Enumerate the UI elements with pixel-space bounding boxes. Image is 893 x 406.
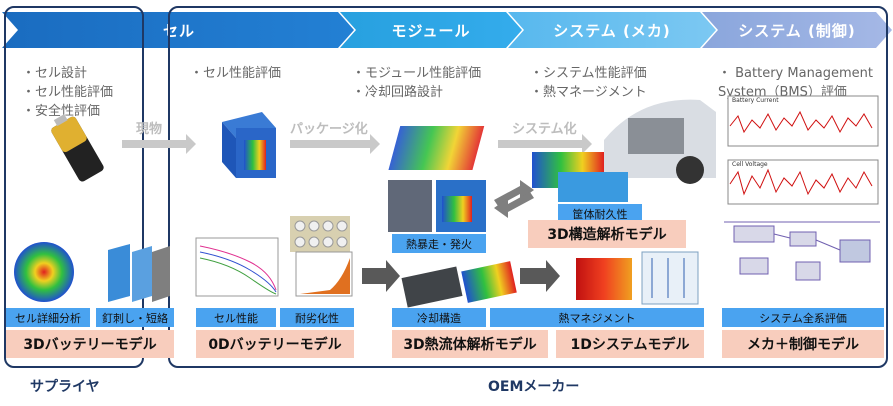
- cooling-structure-model: [401, 261, 517, 308]
- cell-oem-bullets: ・セル性能評価: [190, 66, 282, 81]
- arrow-package: [290, 134, 380, 154]
- label-cell-perf: セル性能: [196, 308, 276, 327]
- model-1d-system: 1Dシステムモデル: [556, 330, 704, 358]
- model-3d-battery: 3Dバッテリーモデル: [6, 330, 174, 358]
- group-oem: OEMメーカー: [488, 379, 580, 395]
- arrow-system-label: システム化: [512, 122, 577, 137]
- cell-performance-chart: [195, 237, 279, 297]
- vehicle-image: [604, 99, 716, 184]
- model-3d-structure: 3D構造解析モデル: [528, 220, 686, 248]
- arrow-3d-to-1d: [520, 260, 560, 292]
- chevron-system-mech: [508, 12, 716, 48]
- system-1d-model: [576, 251, 699, 305]
- stage-label-module: モジュール: [391, 21, 471, 40]
- group-supplier: サプライヤ: [30, 379, 100, 395]
- thermal-runaway-model: [388, 180, 486, 232]
- nail-penetration-panels: [108, 244, 170, 302]
- oem-frame: [168, 6, 888, 368]
- arrow-0d-to-3d: [362, 260, 400, 292]
- arrow-buy-label: 現物: [136, 122, 163, 137]
- label-nail: 釘刺し・短絡: [96, 308, 174, 327]
- arrow-package-label: パッケージ化: [290, 122, 368, 137]
- arrow-system: [498, 134, 592, 154]
- chevron-module: [340, 12, 522, 48]
- cell-cube-model: [222, 112, 276, 178]
- degradation-chart: [290, 216, 353, 297]
- model-0d-battery: 0Dバッテリーモデル: [196, 330, 354, 358]
- label-system-eval: システム全系評価: [722, 308, 884, 327]
- module-bullets: ・モジュール性能評価 ・冷却回路設計: [352, 66, 482, 100]
- label-thermal-runaway: 熱暴走・発火: [392, 234, 486, 253]
- bms-bottom-caption: Cell Voltage: [732, 161, 768, 168]
- cell-detail-disc: [14, 242, 74, 302]
- chevron-system-ctrl: [702, 12, 892, 48]
- model-3d-thermal-fluid: 3D熱流体解析モデル: [392, 330, 548, 358]
- stage-label-system-mech: システム (メカ): [553, 21, 671, 40]
- label-housing: 筐体耐久性: [558, 204, 642, 223]
- bms-top-caption: Battery Current: [732, 97, 779, 104]
- cell-supplier-bullets: ・セル設計 ・セル性能評価 ・安全性評価: [22, 66, 114, 119]
- system-mech-bullets: ・システム性能評価 ・熱マネージメント: [530, 66, 647, 100]
- system-full-diagram: [724, 221, 880, 281]
- structure-3d-model: [532, 152, 628, 202]
- stage-label-system-ctrl: システム (制御): [738, 21, 856, 40]
- battery-icon: [51, 114, 104, 182]
- model-mech-ctrl: メカ＋制御モデル: [722, 330, 884, 358]
- arrow-buy: [122, 134, 196, 154]
- label-thermal-mgmt: 熱マネジメント: [490, 308, 704, 327]
- label-cooling: 冷却構造: [392, 308, 486, 327]
- label-cell-detail: セル詳細分析: [6, 308, 90, 327]
- arrow-bidir-up: [494, 180, 534, 206]
- chevron-cell: [2, 12, 354, 48]
- bms-charts: [727, 95, 879, 205]
- module-thermal-model: [388, 126, 485, 170]
- stage-chevrons: [2, 12, 892, 48]
- supplier-frame: [4, 6, 144, 368]
- stage-label-cell: セル: [162, 21, 195, 40]
- label-degradation: 耐劣化性: [280, 308, 354, 327]
- arrow-bidir-down: [494, 192, 534, 218]
